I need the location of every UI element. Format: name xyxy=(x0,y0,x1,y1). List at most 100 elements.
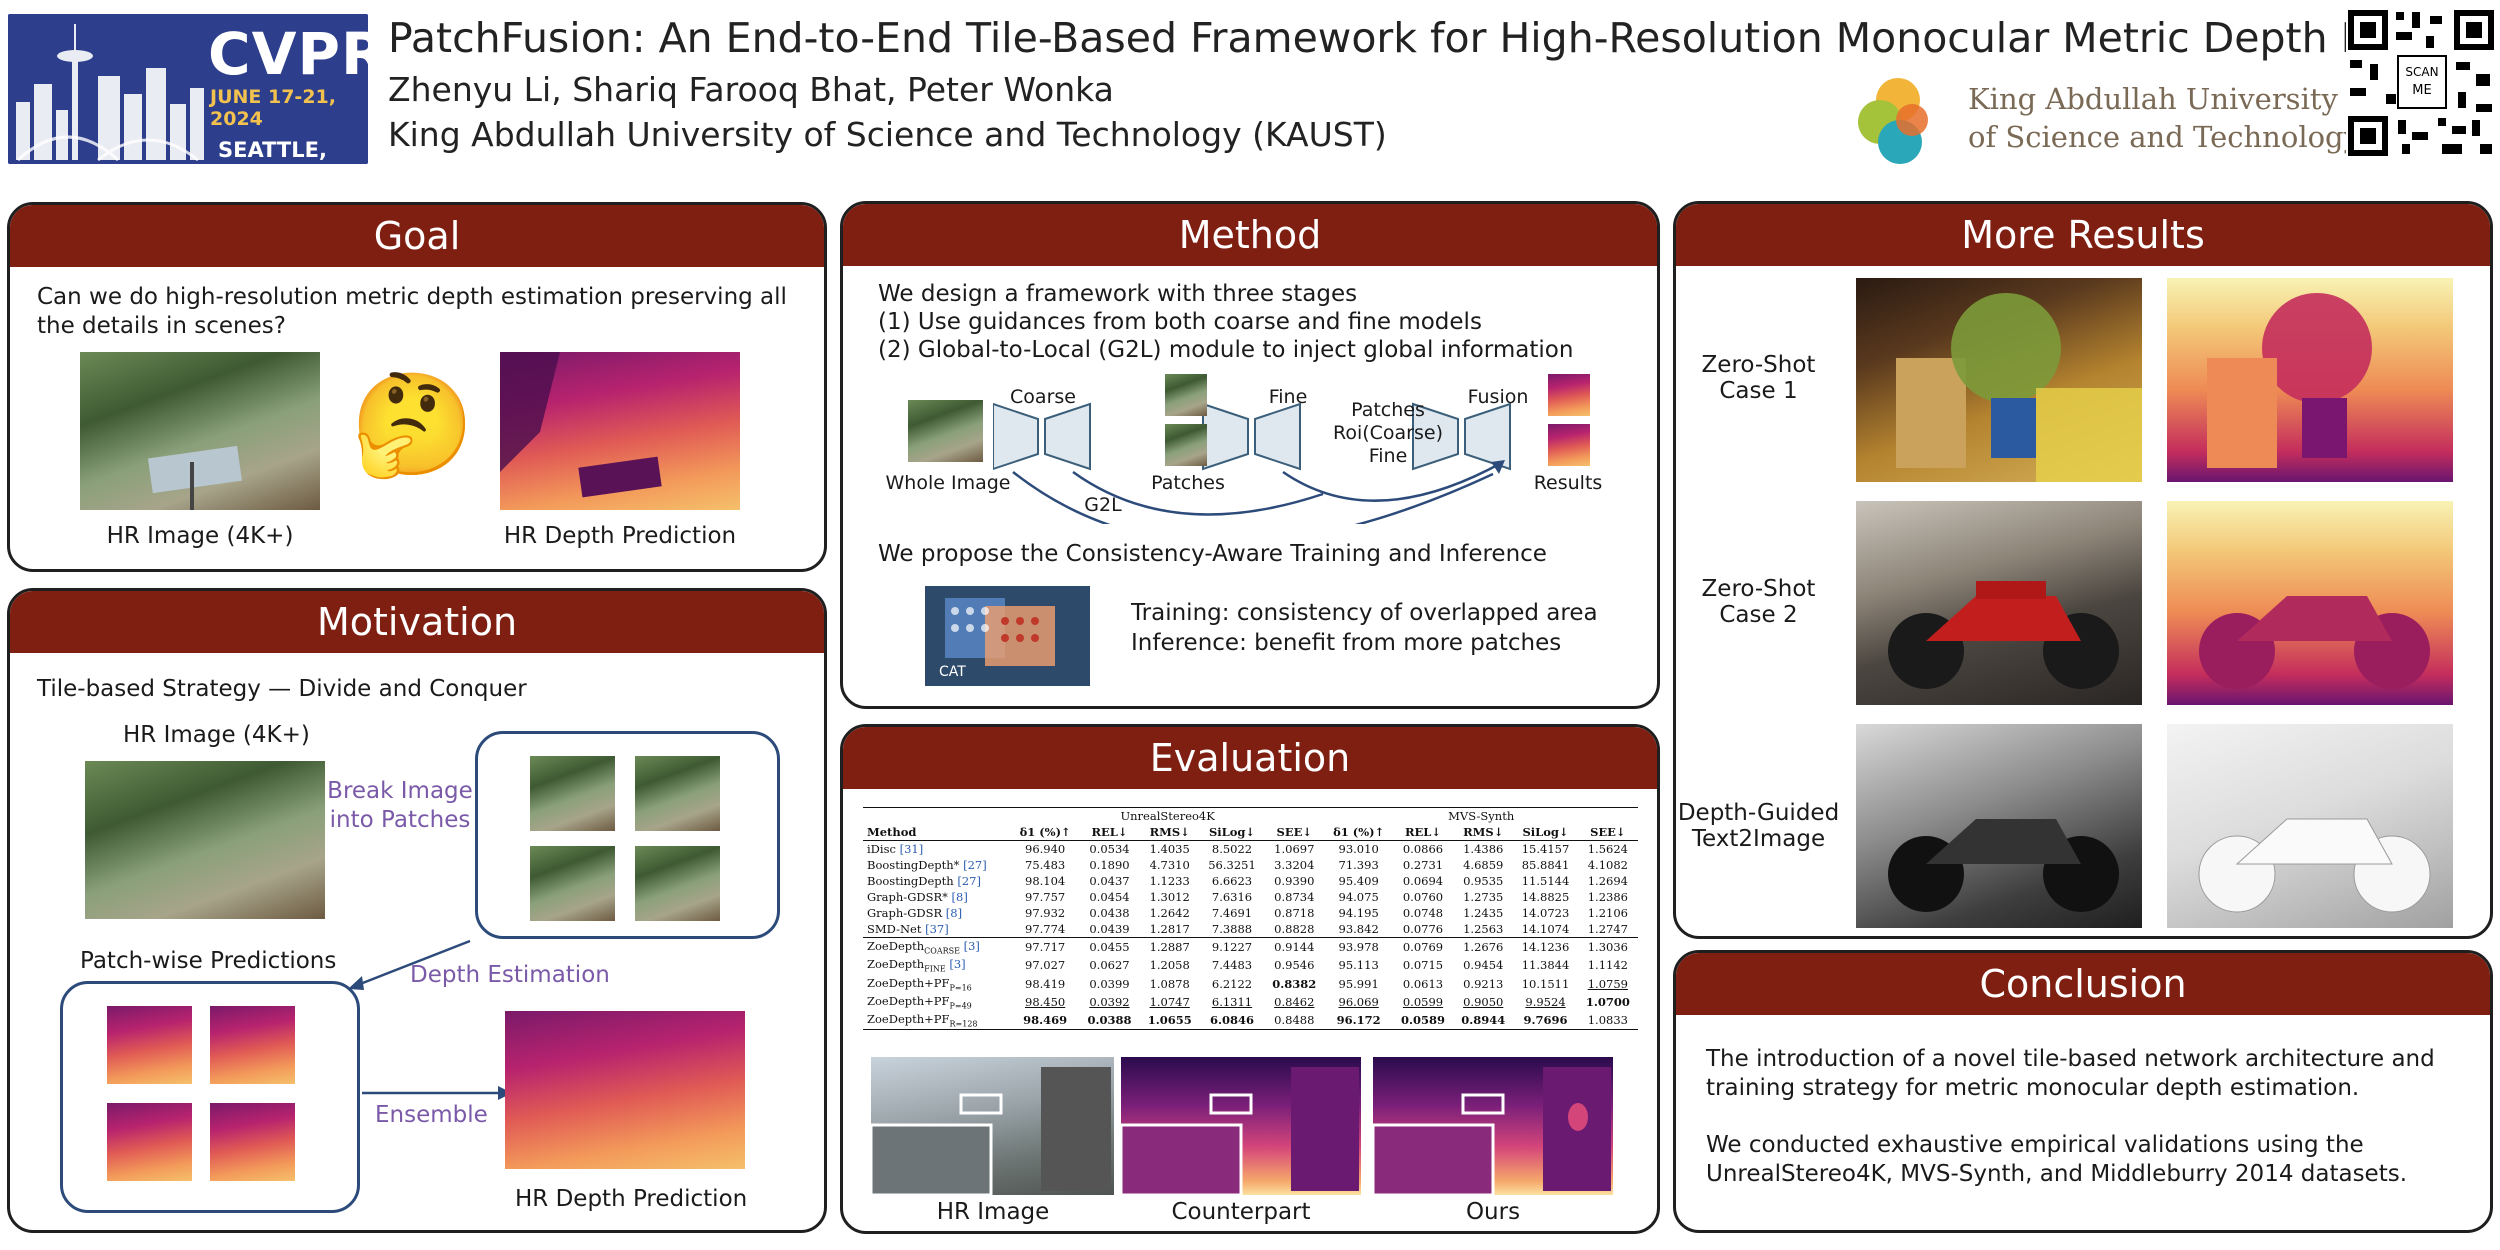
break-arrow-icon xyxy=(310,791,480,821)
goal-heading: Goal xyxy=(10,205,824,267)
fusion-input-1: Patches xyxy=(1351,399,1425,421)
method-name-cell: ZoeDepthFINE [3] xyxy=(867,957,966,974)
metric-cell: 0.9144 xyxy=(1264,937,1325,957)
metric-cell: 0.8718 xyxy=(1274,906,1315,920)
patch-3 xyxy=(530,846,615,921)
metric-cell: 1.0697 xyxy=(1264,840,1325,857)
metric-cell: 0.8944 xyxy=(1453,1011,1514,1031)
method-name-cell: ZoeDepth+PFR=128 xyxy=(863,1011,1011,1031)
method-name-cell: BoostingDepth* [27] xyxy=(867,858,987,872)
result-patch-bottom xyxy=(1548,424,1590,466)
metric-cell: 4.6859 xyxy=(1463,858,1504,872)
metric-cell: 0.0694 xyxy=(1402,874,1444,888)
poster-affiliation: King Abdullah University of Science and … xyxy=(388,115,1387,154)
metric-cell: 0.0454 xyxy=(1089,890,1130,904)
result-row-2-label: Zero-Shot Case 2 xyxy=(1701,576,1816,628)
table-column-header: SEE↓ xyxy=(1276,825,1313,839)
table-column-header: δ1 (%)↑ xyxy=(1333,825,1385,839)
metric-cell: 4.1082 xyxy=(1587,858,1628,872)
table-column-header: δ1 (%)↑ xyxy=(1019,825,1071,839)
metric-cell: 1.2435 xyxy=(1463,906,1504,920)
metric-cell: 1.2642 xyxy=(1149,906,1190,920)
eval-caption-ours: Ours xyxy=(1465,1199,1521,1225)
method-patch-bottom xyxy=(1165,424,1207,466)
metric-cell: 1.0747 xyxy=(1149,995,1190,1010)
metric-cell: 0.9050 xyxy=(1463,995,1504,1010)
qr-code-icon[interactable]: SCAN ME xyxy=(2346,8,2496,158)
result-2-depth xyxy=(2167,501,2453,705)
metric-cell: 14.1074 xyxy=(1521,922,1570,936)
motivation-panel: Motivation Tile-based Strategy — Divide … xyxy=(7,588,827,1233)
conclusion-panel: Conclusion The introduction of a novel t… xyxy=(1673,950,2493,1233)
metric-cell: 0.8488 xyxy=(1264,1011,1325,1031)
pred-patch-3 xyxy=(107,1103,192,1181)
cvpr-wordmark: CVPR xyxy=(208,20,368,88)
ensemble-label: Ensemble xyxy=(375,1102,488,1128)
metric-cell: 0.0455 xyxy=(1079,937,1140,957)
metric-cell: 7.4483 xyxy=(1211,958,1253,973)
method-line-1: We design a framework with three stages xyxy=(878,281,1358,307)
metric-cell: 8.5022 xyxy=(1199,840,1265,857)
metric-cell: 0.0392 xyxy=(1089,995,1130,1010)
metric-cell: 14.0723 xyxy=(1521,906,1570,920)
metric-cell: 97.717 xyxy=(1010,937,1080,957)
result-2-image xyxy=(1856,501,2142,705)
metric-cell: 1.3036 xyxy=(1577,937,1638,957)
predictions-frame xyxy=(60,981,360,1213)
fusion-input-3: Fine xyxy=(1368,445,1408,467)
motivation-depth-image xyxy=(505,1011,745,1169)
motivation-subtitle: Tile-based Strategy — Divide and Conquer xyxy=(37,676,527,702)
pred-patch-1 xyxy=(107,1006,192,1084)
metric-cell: 1.2694 xyxy=(1587,874,1628,888)
result-1-image xyxy=(1856,278,2142,482)
fusion-input-2: Roi(Coarse) xyxy=(1332,422,1443,444)
metric-cell: 0.0776 xyxy=(1402,922,1444,936)
metric-cell: 7.6316 xyxy=(1211,890,1253,904)
depth-estimation-label: Depth Estimation xyxy=(410,962,610,988)
result-patch-top xyxy=(1548,374,1590,416)
method-name-cell: iDisc [31] xyxy=(863,840,1011,857)
metric-cell: 1.0655 xyxy=(1139,1011,1200,1031)
metric-cell: 7.3888 xyxy=(1211,922,1253,936)
svg-text:ME: ME xyxy=(2412,83,2431,98)
depth-estimation-arrow-icon xyxy=(348,939,471,990)
conclusion-heading: Conclusion xyxy=(1676,953,2490,1015)
conclusion-paragraph-1: The introduction of a novel tile-based n… xyxy=(1706,1046,2435,1101)
metric-cell: 1.0700 xyxy=(1585,995,1630,1010)
metric-cell: 98.419 xyxy=(1025,976,1066,991)
qr-scan-label: SCAN xyxy=(2405,65,2438,79)
metric-cell: 71.393 xyxy=(1338,858,1379,872)
metric-cell: 0.9213 xyxy=(1463,976,1504,991)
more-results-panel: More Results Zero-Shot Case 1 Zero-Shot … xyxy=(1673,201,2493,939)
results-label: Results xyxy=(1533,472,1603,494)
cat-label: CAT xyxy=(939,664,966,680)
metric-cell: 1.0833 xyxy=(1577,1011,1638,1031)
goal-right-caption: HR Depth Prediction xyxy=(503,523,737,549)
metric-cell: 14.8825 xyxy=(1521,890,1570,904)
motivation-hr-label: HR Image (4K+) xyxy=(123,722,310,748)
table-column-header: RMS↓ xyxy=(1149,825,1190,839)
method-heading: Method xyxy=(843,204,1657,266)
metric-cell: 1.4386 xyxy=(1453,840,1514,857)
metric-cell: 0.0769 xyxy=(1392,937,1454,957)
metric-cell: 96.172 xyxy=(1324,1011,1393,1031)
metric-cell: 95.113 xyxy=(1338,958,1379,973)
break-label-line-1: Break Image xyxy=(327,778,473,804)
poster-authors: Zhenyu Li, Shariq Farooq Bhat, Peter Won… xyxy=(388,70,1114,109)
poster-header: CVPR JUNE 17-21, 2024 SEATTLE, WA PatchF… xyxy=(0,0,2500,185)
metric-cell: 15.4157 xyxy=(1513,840,1578,857)
kaust-logo-icon xyxy=(1858,78,1928,164)
method-name-cell: ZoeDepthCOARSE [3] xyxy=(863,937,1011,957)
goal-question: Can we do high-resolution metric depth e… xyxy=(37,284,787,339)
metric-cell: 96.940 xyxy=(1010,840,1080,857)
patch-4 xyxy=(635,846,720,921)
metric-cell: 6.1311 xyxy=(1211,995,1253,1010)
